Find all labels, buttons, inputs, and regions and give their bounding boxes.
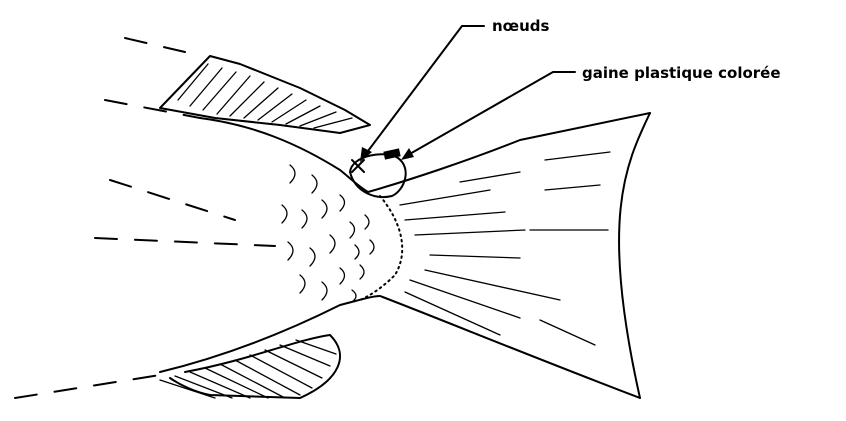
label-knots: nœuds (492, 17, 550, 35)
knot-mark (352, 160, 364, 172)
dorsal-fin (160, 56, 370, 133)
label-sheath: gaine plastique colorée (582, 64, 781, 82)
caudal-fin (400, 113, 650, 398)
leader-lines (360, 26, 575, 162)
fin-base-dotted-line (360, 196, 402, 300)
